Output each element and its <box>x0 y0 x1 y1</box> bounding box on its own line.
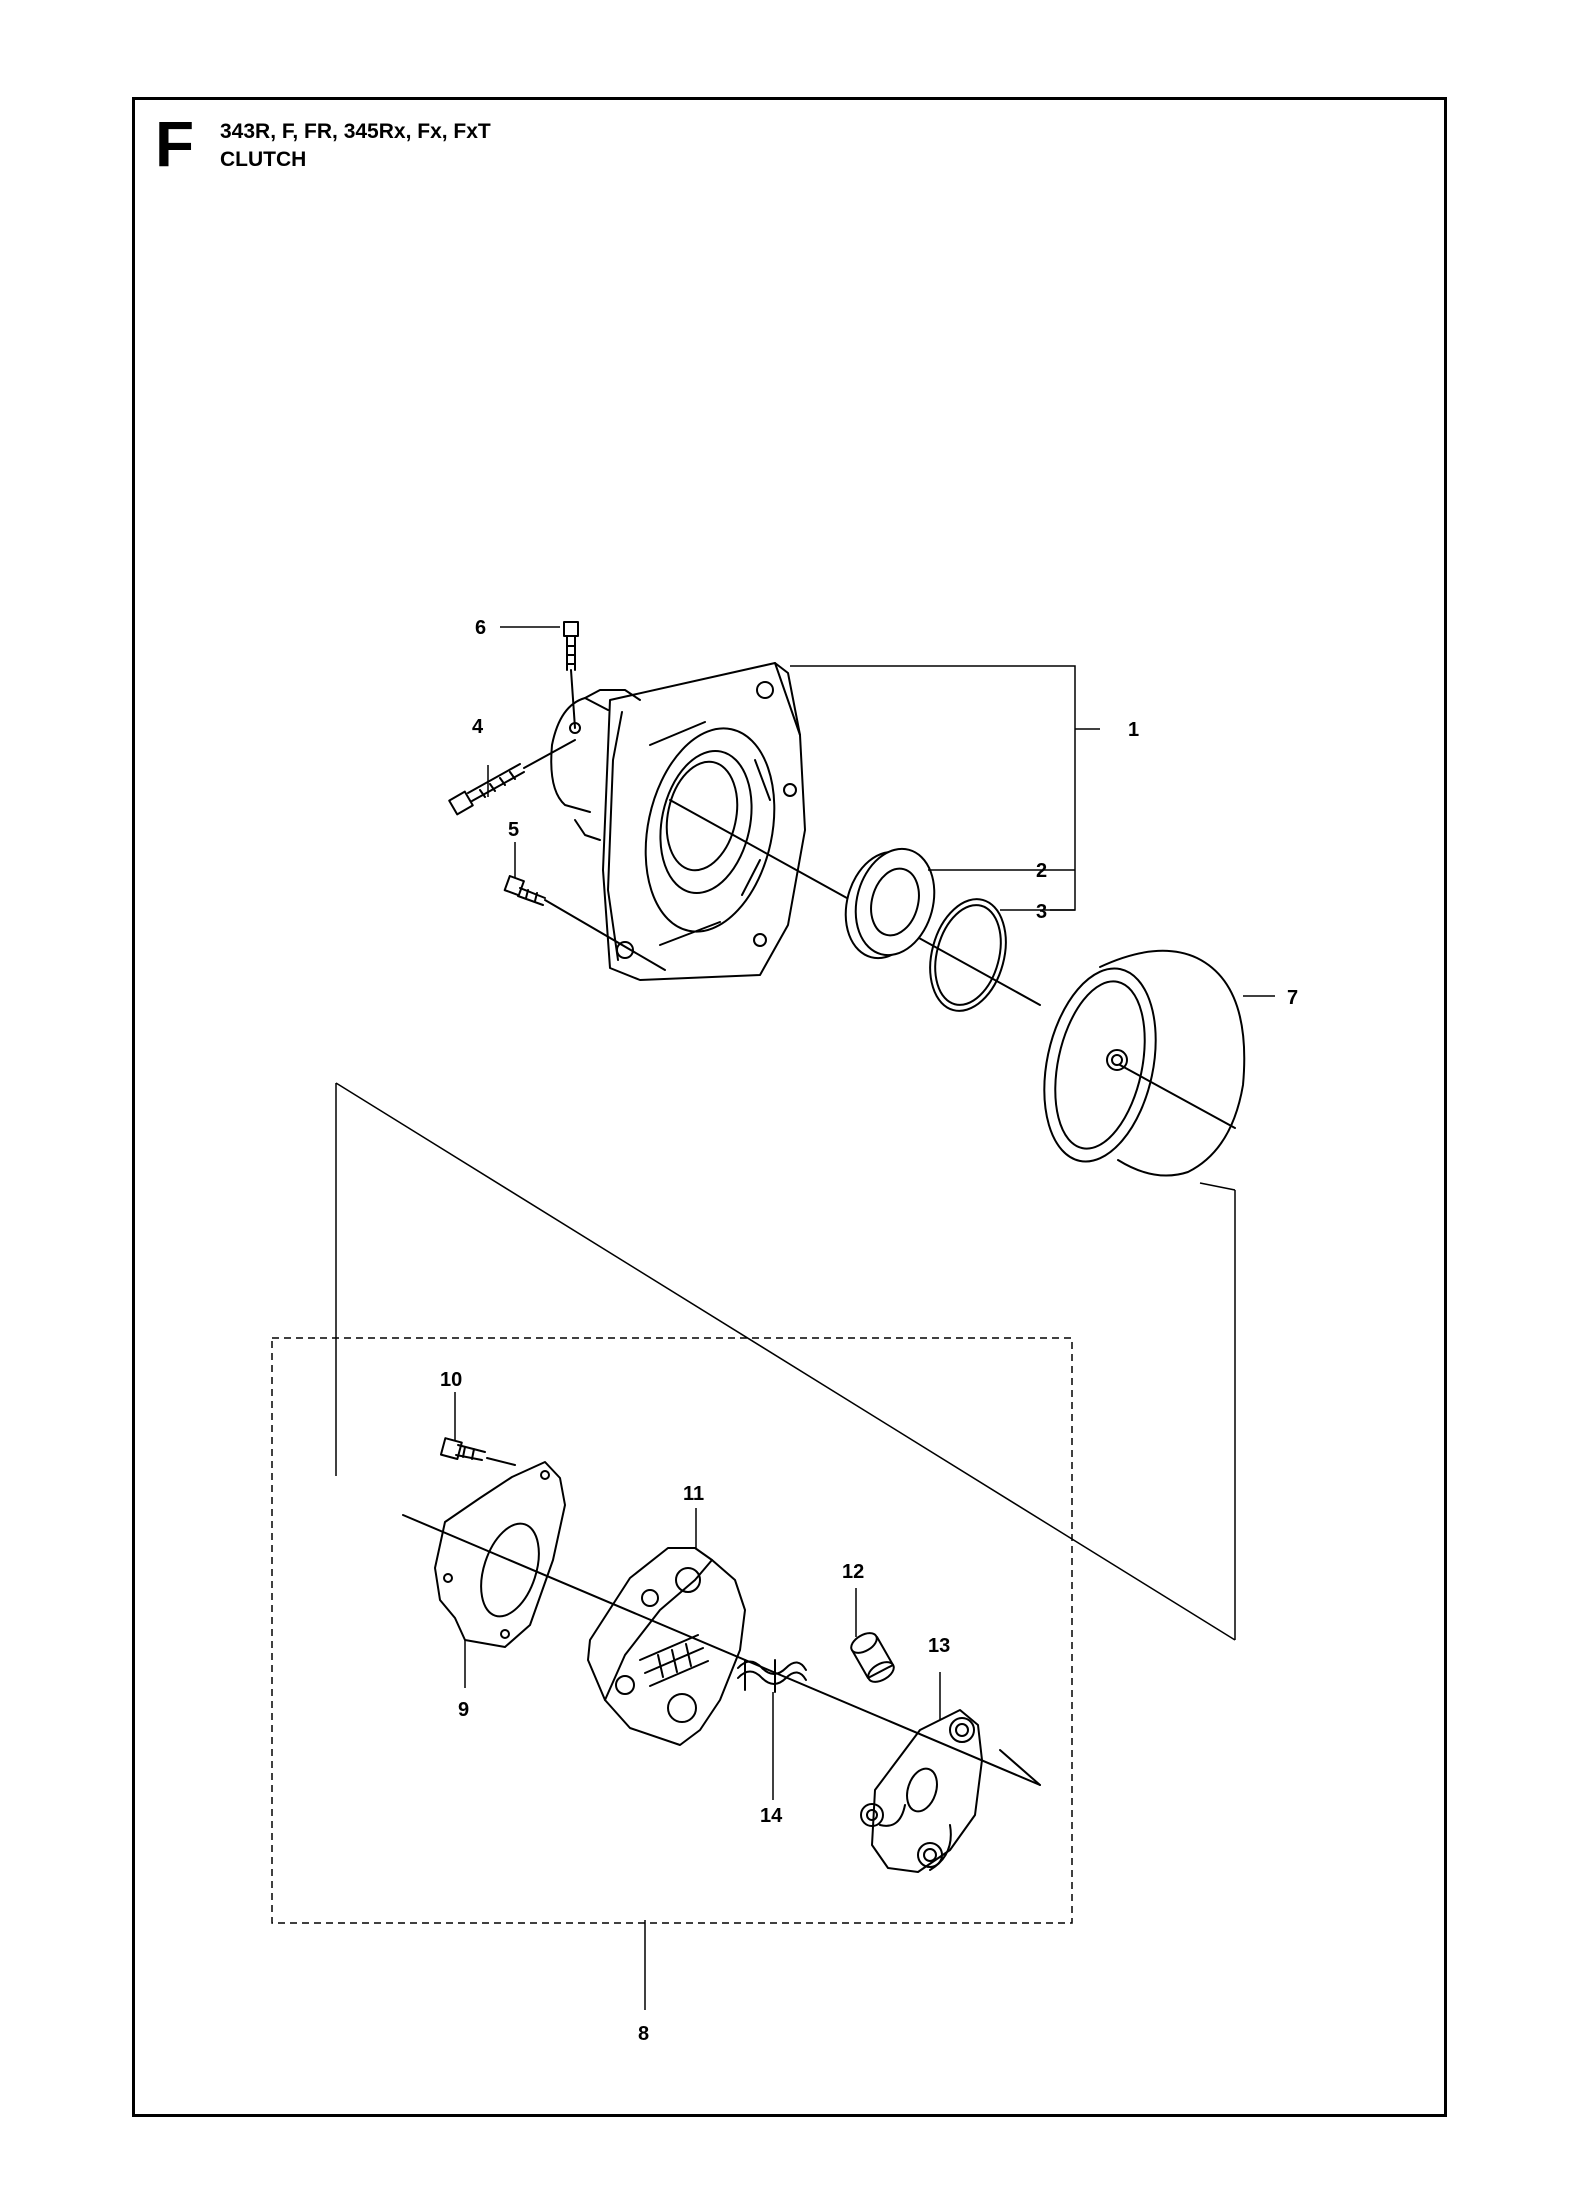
section-letter: F <box>155 108 195 180</box>
callout-8: 8 <box>638 2023 649 2045</box>
callout-14: 14 <box>760 1805 783 1827</box>
bearing-part <box>844 847 936 960</box>
callout-5: 5 <box>508 819 519 841</box>
callout-2: 2 <box>1036 860 1047 882</box>
spring-part <box>737 1659 807 1693</box>
clutch-drum-part <box>1043 949 1246 1177</box>
clutch-shoes-part <box>587 1547 746 1746</box>
callout-9: 9 <box>458 1699 469 1721</box>
callout-3: 3 <box>1036 901 1047 923</box>
callout-11: 11 <box>683 1483 704 1505</box>
callout-13: 13 <box>928 1635 950 1657</box>
circlip-part <box>929 898 1007 1012</box>
drive-plate-part <box>860 1709 983 1873</box>
bolt-4-part <box>448 739 576 816</box>
screw-5-part <box>503 875 666 971</box>
screw-10-part <box>439 1437 516 1466</box>
clutch-housing-part <box>550 662 1041 1006</box>
callout-1: 1 <box>1128 719 1139 741</box>
callout-10: 10 <box>440 1369 462 1391</box>
model-list: 343R, F, FR, 345Rx, Fx, FxT <box>220 120 491 143</box>
callout-6: 6 <box>475 617 486 639</box>
screw-6-part <box>563 621 579 729</box>
callout-7: 7 <box>1287 987 1298 1009</box>
callout-4: 4 <box>472 716 484 738</box>
clutch-plate-part <box>434 1461 566 1648</box>
title-block: 343R, F, FR, 345Rx, Fx, FxT CLUTCH <box>220 118 491 174</box>
page-title: CLUTCH <box>220 148 307 171</box>
page-frame <box>132 97 1447 2117</box>
bushing-part <box>850 1632 895 1683</box>
callout-12: 12 <box>842 1561 864 1583</box>
